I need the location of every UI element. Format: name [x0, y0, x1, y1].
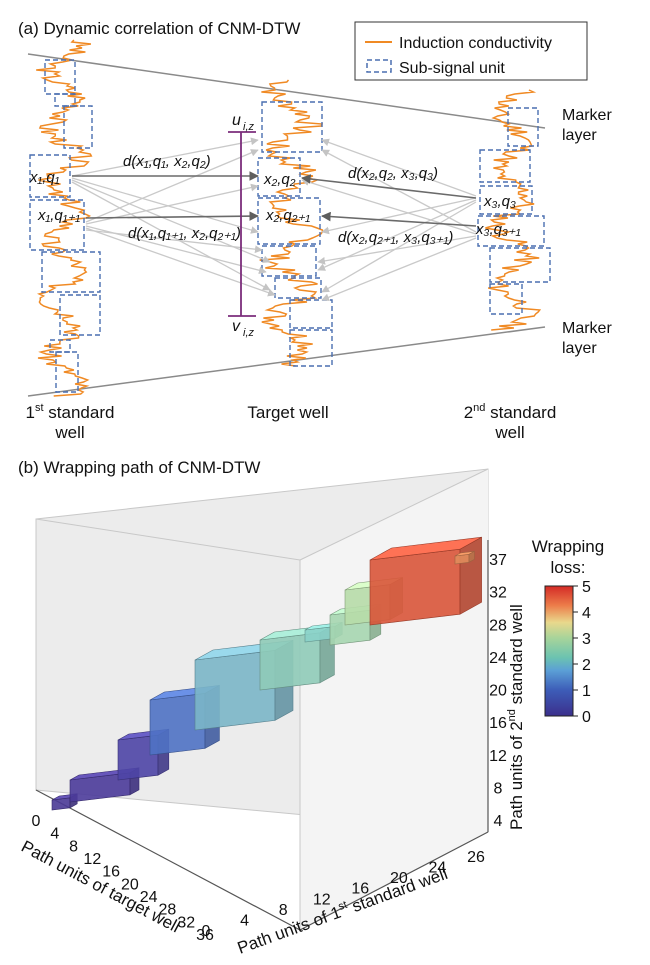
dark-correlation-arrows [72, 171, 477, 227]
ticks-w1-12: 12 [313, 891, 331, 908]
ticks-w2-4: 4 [494, 813, 503, 830]
well2-axis-label: Path units of 2nd standard well [506, 604, 526, 830]
ticks-w2-8: 8 [494, 780, 503, 797]
ticks-w1-0: 0 [202, 923, 211, 940]
distance-d3: d(x₂,q₂, x₃,q₃) [348, 165, 438, 182]
ticks-w1-20: 20 [390, 870, 408, 887]
ticks-target-28: 28 [159, 902, 177, 919]
svg-text:Marker: Marker [562, 107, 612, 124]
legend: Induction conductivity Sub-signal unit [354, 21, 588, 81]
svg-text:layer: layer [562, 127, 597, 144]
ticks-target-16: 16 [102, 864, 120, 881]
unit-x3q1: x₃,q₃₊₁ [475, 221, 521, 238]
ticks-w2-37: 37 [489, 552, 507, 569]
ticks-w1-26: 26 [467, 849, 485, 866]
ticks-w1-8: 8 [279, 902, 288, 919]
colorbar-title-line2: loss: [551, 558, 586, 577]
colorbar-tick-4: 4 [582, 605, 591, 622]
marker-line-top [27, 53, 546, 129]
ticks-w1-24: 24 [429, 860, 447, 877]
light-correlation-arrows [71, 137, 477, 301]
wrapping-path-cuboids [51, 536, 482, 811]
marker-line-bottom [27, 326, 546, 397]
marker-label-bottom: Marker layer [562, 320, 612, 357]
path-cuboid-11 [454, 550, 475, 565]
svg-text:Marker: Marker [562, 320, 612, 337]
u-label: u [232, 112, 241, 129]
legend-line-label: Induction conductivity [399, 35, 552, 52]
marker-label-top: Marker layer [562, 107, 612, 144]
path-cuboid-10 [369, 536, 482, 626]
colorbar-tick-5: 5 [582, 579, 591, 596]
well2-axis-ticks: 4 8 12 16 20 24 28 32 37 [489, 552, 507, 830]
svg-text:1st standard: 1st standard [26, 402, 115, 422]
unit-x1q: x₁,q₁ [29, 169, 60, 186]
ticks-target-24: 24 [140, 889, 158, 906]
ticks-w2-32: 32 [489, 585, 507, 602]
well2-subsignal-units [477, 107, 551, 315]
ticks-target-36: 36 [196, 927, 214, 944]
ticks-w2-12: 12 [489, 748, 507, 765]
ticks-target-0: 0 [32, 813, 41, 830]
uv-range-marker: u i,z v i,z [228, 112, 256, 339]
svg-text:layer: layer [562, 340, 597, 357]
colorbar-tick-0: 0 [582, 709, 591, 726]
path-cuboid-2 [69, 767, 140, 803]
legend-box-swatch [366, 59, 392, 73]
unit-x1q1: x₁,q₁₊₁ [37, 207, 80, 224]
v-label: v [232, 318, 241, 335]
ticks-w2-28: 28 [489, 617, 507, 634]
colorbar-tick-1: 1 [582, 683, 591, 700]
target-subsignal-units [257, 101, 333, 367]
panel-a-title: (a) Dynamic correlation of CNM-DTW [18, 19, 300, 38]
ticks-w2-24: 24 [489, 650, 507, 667]
target-conductivity-curve [259, 79, 324, 367]
svg-text:2nd standard: 2nd standard [464, 402, 557, 422]
distance-d4: d(x₂,q₂₊₁, x₃,q₃₊₁) [338, 229, 453, 246]
well2-label: 2nd standard well [464, 402, 557, 442]
v-subscript: i,z [243, 327, 255, 339]
colorbar-gradient [544, 585, 574, 717]
svg-text:well: well [54, 423, 84, 442]
ticks-target-32: 32 [177, 914, 195, 931]
colorbar-tick-2: 2 [582, 657, 591, 674]
distance-d2: d(x₁,q₁₊₁, x₂,q₂₊₁) [128, 225, 241, 242]
u-subscript: i,z [243, 121, 255, 133]
panel-b-title: (b) Wrapping path of CNM-DTW [18, 458, 260, 477]
well2-conductivity-curve [485, 89, 542, 331]
legend-box-label: Sub-signal unit [399, 60, 505, 77]
ticks-w2-16: 16 [489, 715, 507, 732]
distance-d1: d(x₁,q₁, x₂,q₂) [123, 153, 211, 170]
ticks-target-12: 12 [83, 851, 101, 868]
well1-label: 1st standard well [26, 402, 115, 442]
ticks-w1-4: 4 [240, 912, 249, 929]
svg-text:well: well [494, 423, 524, 442]
well1-axis-ticks: 0 4 8 12 16 20 24 26 [202, 849, 485, 940]
ticks-target-20: 20 [121, 876, 139, 893]
ticks-w1-16: 16 [351, 881, 369, 898]
ticks-target-4: 4 [50, 826, 59, 843]
unit-x2q: x₂,q₂ [263, 171, 296, 188]
ticks-w2-20: 20 [489, 683, 507, 700]
colorbar-tick-3: 3 [582, 631, 591, 648]
ticks-target-8: 8 [69, 838, 78, 855]
colorbar: Wrapping loss: 5 4 3 2 1 0 [532, 537, 604, 726]
well1-subsignal-units [29, 59, 101, 393]
colorbar-title-line1: Wrapping [532, 537, 604, 556]
unit-x3q: x₃,q₃ [483, 193, 516, 210]
colorbar-ticks: 5 4 3 2 1 0 [573, 579, 591, 726]
target-well-label: Target well [247, 403, 328, 422]
unit-x2q1: x₂,q₂₊₁ [265, 207, 310, 224]
